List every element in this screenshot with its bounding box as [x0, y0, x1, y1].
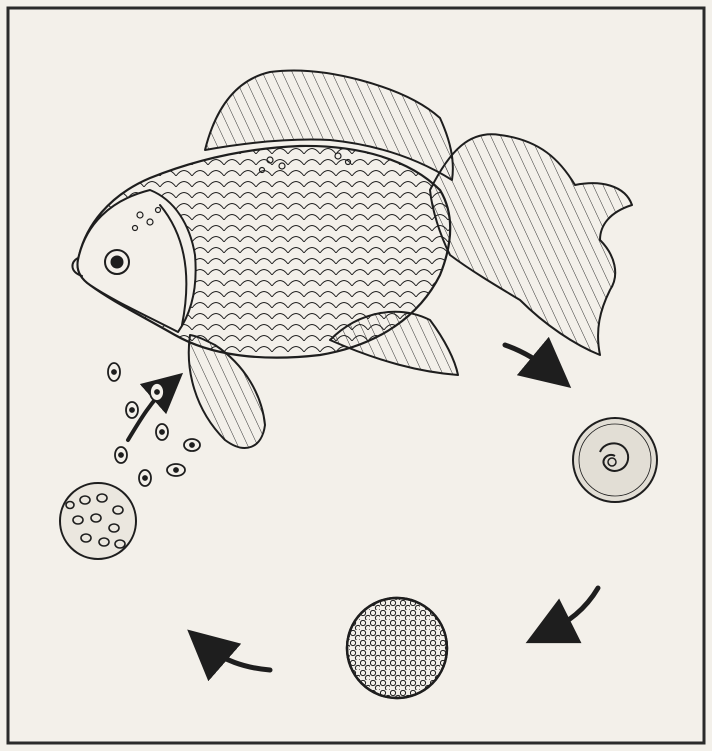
arrow-large-cyst-to-bursting-cyst [206, 646, 270, 670]
small-cyst-icon [573, 418, 657, 502]
tomite-swarmers [108, 363, 200, 486]
tail-fin [430, 134, 632, 355]
large-cyst-icon [347, 598, 447, 698]
arrow-small-cyst-to-large-cyst [548, 588, 598, 632]
fish-head [78, 190, 196, 332]
arrow-fish-to-small-cyst [505, 345, 552, 372]
bursting-cyst-icon [60, 483, 136, 559]
